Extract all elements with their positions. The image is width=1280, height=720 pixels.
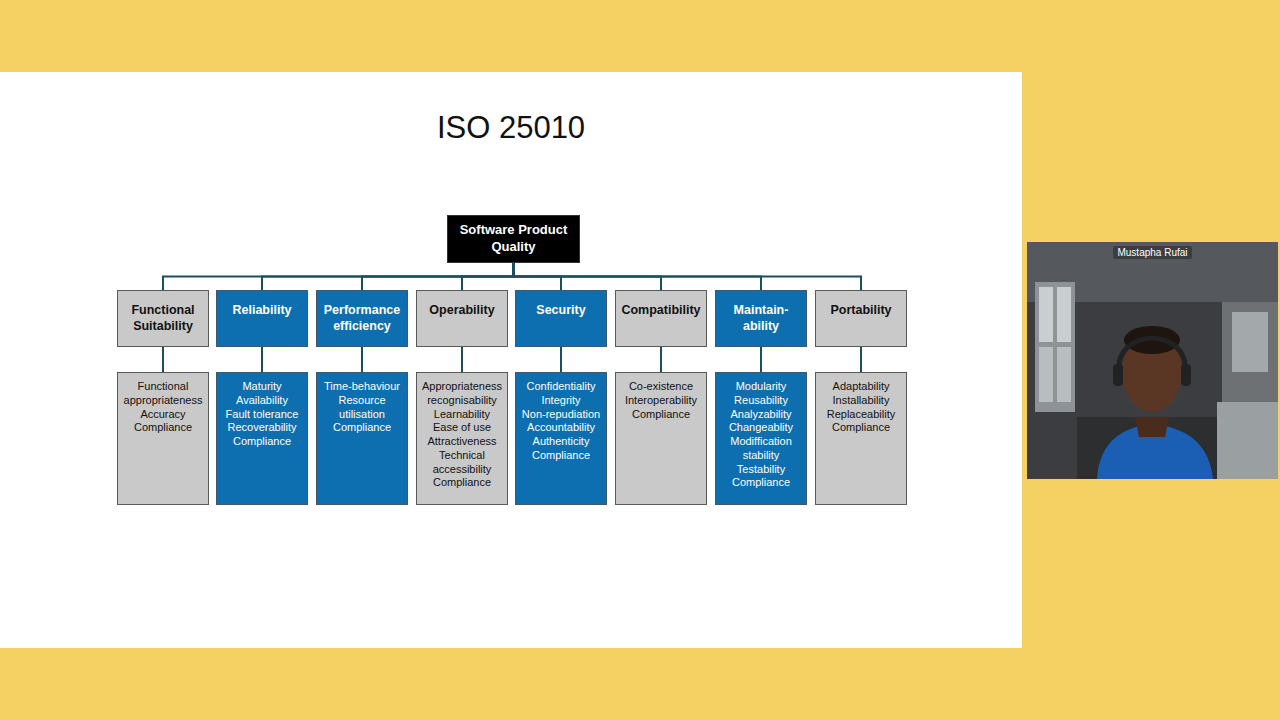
- slide-background: [0, 72, 1022, 648]
- subcharacteristic-box: ModularityReusabilityAnalyzabilityChange…: [715, 372, 807, 505]
- subcharacteristic-box: ConfidentialityIntegrityNon-repudiationA…: [515, 372, 607, 505]
- tree-connector: [514, 263, 762, 290]
- attribute-text: Fault tolerance: [219, 408, 305, 422]
- attribute-text: Compliance: [718, 476, 804, 490]
- attribute-text: Interoperability: [618, 394, 704, 408]
- webcam-video: [1027, 242, 1278, 479]
- characteristic-box: Reliability: [216, 290, 308, 347]
- subcharacteristic-box: Time-behaviourResource utilisationCompli…: [316, 372, 408, 505]
- attribute-text: Functional appropriateness: [120, 380, 206, 408]
- tree-connector: [461, 347, 463, 372]
- tree-connector: [660, 347, 662, 372]
- subcharacteristic-box: MaturityAvailabilityFault toleranceRecov…: [216, 372, 308, 505]
- box-label: Functional Suitability: [121, 302, 205, 335]
- attribute-text: Recoverability: [219, 421, 305, 435]
- tree-connector: [514, 263, 562, 290]
- attribute-text: Modularity: [718, 380, 804, 394]
- attribute-text: Availability: [219, 394, 305, 408]
- attribute-text: Appropriateness recognisability: [419, 380, 505, 408]
- attribute-text: Compliance: [419, 476, 505, 490]
- box-label: Software Product Quality: [456, 222, 571, 256]
- subcharacteristic-box: Functional appropriatenessAccuracyCompli…: [117, 372, 209, 505]
- attribute-text: Compliance: [818, 421, 904, 435]
- characteristic-box: Performance efficiency: [316, 290, 408, 347]
- presenter-name-text: Mustapha Rufai: [1113, 246, 1191, 259]
- attribute-text: Replaceability: [818, 408, 904, 422]
- slide-title: ISO 25010: [0, 110, 1022, 146]
- characteristic-box: Maintain-ability: [715, 290, 807, 347]
- attribute-text: Learnability: [419, 408, 505, 422]
- attribute-text: Maturity: [219, 380, 305, 394]
- attribute-text: Time-behaviour: [319, 380, 405, 394]
- attribute-text: Resource utilisation: [319, 394, 405, 422]
- attribute-text: Modiffication stability: [718, 435, 804, 463]
- box-label: Performance efficiency: [320, 302, 404, 335]
- attribute-text: Reusability: [718, 394, 804, 408]
- subcharacteristic-box: AdaptabilityInstallabilityReplaceability…: [815, 372, 907, 505]
- tree-connector: [261, 347, 263, 372]
- tree-connector: [560, 347, 562, 372]
- attribute-text: Compliance: [518, 449, 604, 463]
- root-box: Software Product Quality: [447, 215, 580, 263]
- attribute-text: Analyzability: [718, 408, 804, 422]
- box-label: Operability: [420, 302, 504, 318]
- characteristic-box: Compatibility: [615, 290, 707, 347]
- box-label: Maintain-ability: [719, 302, 803, 335]
- box-label: Portability: [819, 302, 903, 318]
- attribute-text: Authenticity: [518, 435, 604, 449]
- attribute-text: Accountability: [518, 421, 604, 435]
- attribute-text: Compliance: [618, 408, 704, 422]
- tree-connector: [514, 263, 862, 290]
- tree-connector: [361, 347, 363, 372]
- attribute-text: Confidentiality: [518, 380, 604, 394]
- characteristic-box: Portability: [815, 290, 907, 347]
- attribute-text: Compliance: [120, 421, 206, 435]
- attribute-text: Adaptability: [818, 380, 904, 394]
- characteristic-box: Functional Suitability: [117, 290, 209, 347]
- attribute-text: Changeablity: [718, 421, 804, 435]
- tree-connector: [162, 347, 164, 372]
- attribute-text: Integrity: [518, 394, 604, 408]
- attribute-text: Co-existence: [618, 380, 704, 394]
- subcharacteristic-box: Appropriateness recognisabilityLearnabil…: [416, 372, 508, 505]
- subcharacteristic-box: Co-existenceInteroperabilityCompliance: [615, 372, 707, 505]
- tree-connector: [163, 263, 514, 290]
- attribute-text: Ease of use: [419, 421, 505, 435]
- characteristic-box: Operability: [416, 290, 508, 347]
- characteristic-box: Security: [515, 290, 607, 347]
- attribute-text: Non-repudiation: [518, 408, 604, 422]
- tree-connector: [760, 347, 762, 372]
- box-label: Security: [519, 302, 603, 318]
- attribute-text: Installability: [818, 394, 904, 408]
- attribute-text: Compliance: [319, 421, 405, 435]
- presenter-name: Mustapha Rufai: [1027, 247, 1278, 258]
- box-label: Compatibility: [619, 302, 703, 318]
- attribute-text: Attractiveness: [419, 435, 505, 449]
- box-label: Reliability: [220, 302, 304, 318]
- tree-connector: [514, 263, 662, 290]
- attribute-text: Testability: [718, 463, 804, 477]
- attribute-text: Technical accessibility: [419, 449, 505, 477]
- tree-connector: [860, 347, 862, 372]
- attribute-text: Compliance: [219, 435, 305, 449]
- attribute-text: Accuracy: [120, 408, 206, 422]
